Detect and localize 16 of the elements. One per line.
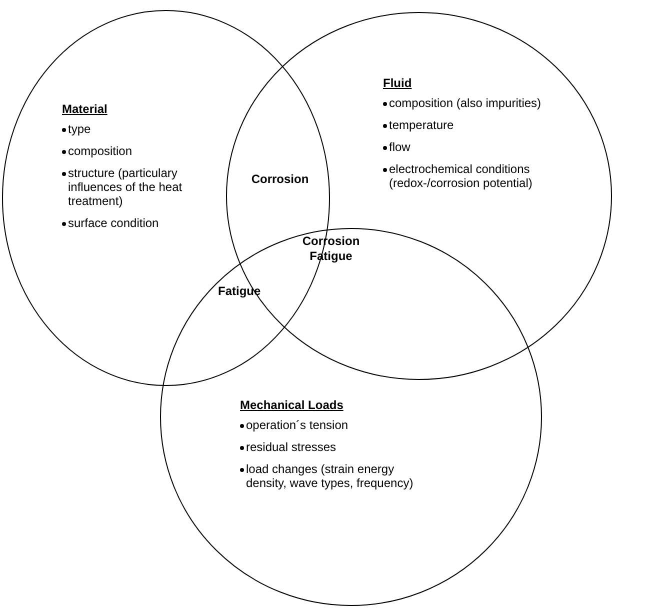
circle-heading: Material	[62, 102, 108, 116]
bullet-text: temperature	[389, 118, 455, 132]
overlap-label: Corrosion	[250, 172, 310, 187]
bullet-text: operation´s tension	[246, 418, 350, 432]
bullet-text: residual stresses	[246, 440, 338, 454]
circle-heading: Fluid	[383, 76, 412, 90]
bullet-text: flow	[389, 140, 412, 154]
venn-circle	[160, 228, 542, 606]
bullet-text: surface condition	[68, 216, 160, 230]
bullet-text: electrochemical conditions (redox-/corrosion potential)	[389, 162, 534, 190]
bullet-text: composition	[68, 144, 134, 158]
bullet-text: structure (particulary influences of the heat treatment)	[68, 166, 184, 208]
bullet-text: type	[68, 122, 92, 136]
bullet-text: composition (also impurities)	[389, 96, 542, 110]
bullet-text: load changes (strain energy density, wave types, frequency)	[246, 462, 414, 490]
circle-heading: Mechanical Loads	[240, 398, 344, 412]
